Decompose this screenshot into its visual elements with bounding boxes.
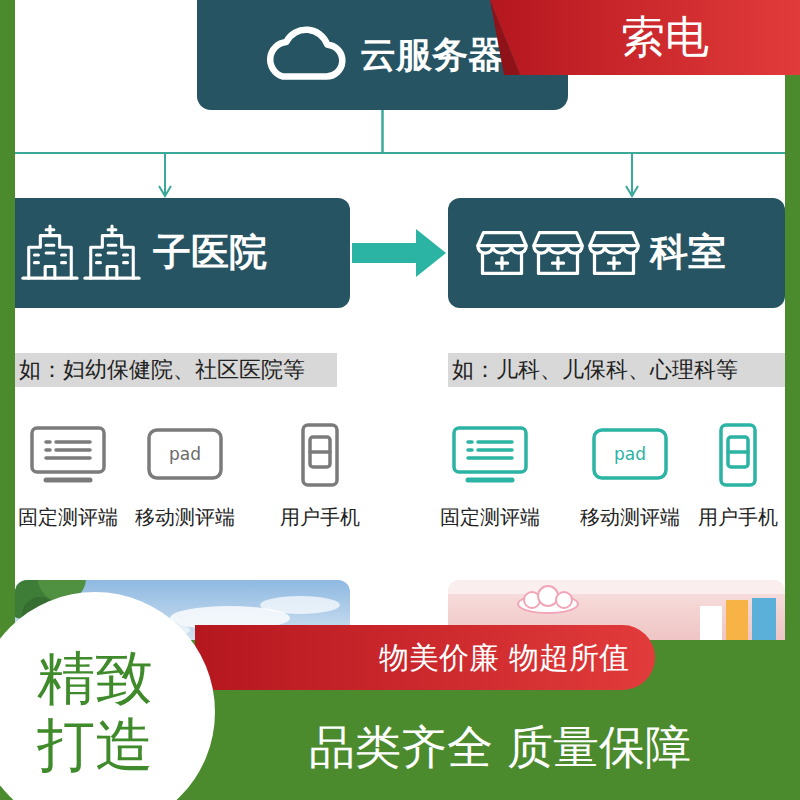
flow-arrow bbox=[352, 243, 416, 263]
node-text: 精致 打造 bbox=[30, 645, 160, 778]
example-note: 如：儿科、儿保科、心理科等 bbox=[448, 353, 785, 387]
slogan-text: 品类齐全 质量保障 bbox=[250, 718, 750, 778]
department-box: 科室 bbox=[448, 198, 785, 308]
green-band bbox=[0, 640, 800, 800]
shop-icon bbox=[532, 227, 584, 279]
device-icons bbox=[454, 425, 755, 485]
device-label: 用户手机 bbox=[260, 503, 380, 531]
shop-icon bbox=[588, 227, 640, 279]
node-text: 物美价廉 物超所值 bbox=[379, 640, 629, 676]
node-text: 子医院 bbox=[153, 230, 267, 276]
device-label: 固定测评端 bbox=[8, 503, 128, 531]
hosp-icon bbox=[83, 224, 141, 282]
shop-icon bbox=[476, 227, 528, 279]
green-frame bbox=[785, 0, 800, 800]
branch-connector bbox=[383, 110, 633, 196]
icon-text: pad bbox=[145, 441, 225, 467]
device-icons bbox=[32, 425, 337, 485]
node-text: 科室 bbox=[650, 230, 726, 276]
device-label: 固定测评端 bbox=[430, 503, 550, 531]
hospital-box: 子医院 bbox=[15, 198, 350, 308]
cloud-icon bbox=[262, 26, 346, 84]
branch-connector bbox=[165, 110, 383, 196]
device-label: 移动测评端 bbox=[570, 503, 690, 531]
device-label: 移动测评端 bbox=[125, 503, 245, 531]
brand-banner: 索电 bbox=[490, 0, 800, 75]
node-text: 云服务器 bbox=[360, 33, 504, 76]
device-label: 用户手机 bbox=[678, 503, 798, 531]
slogan-circle: 精致 打造 bbox=[0, 592, 215, 800]
node-text: 索电 bbox=[621, 11, 709, 64]
hosp-icon bbox=[21, 224, 79, 282]
slogan-pill: 物美价廉 物超所值 bbox=[195, 625, 655, 690]
icon-text: pad bbox=[590, 441, 670, 467]
example-note: 如：妇幼保健院、社区医院等 bbox=[15, 353, 337, 387]
